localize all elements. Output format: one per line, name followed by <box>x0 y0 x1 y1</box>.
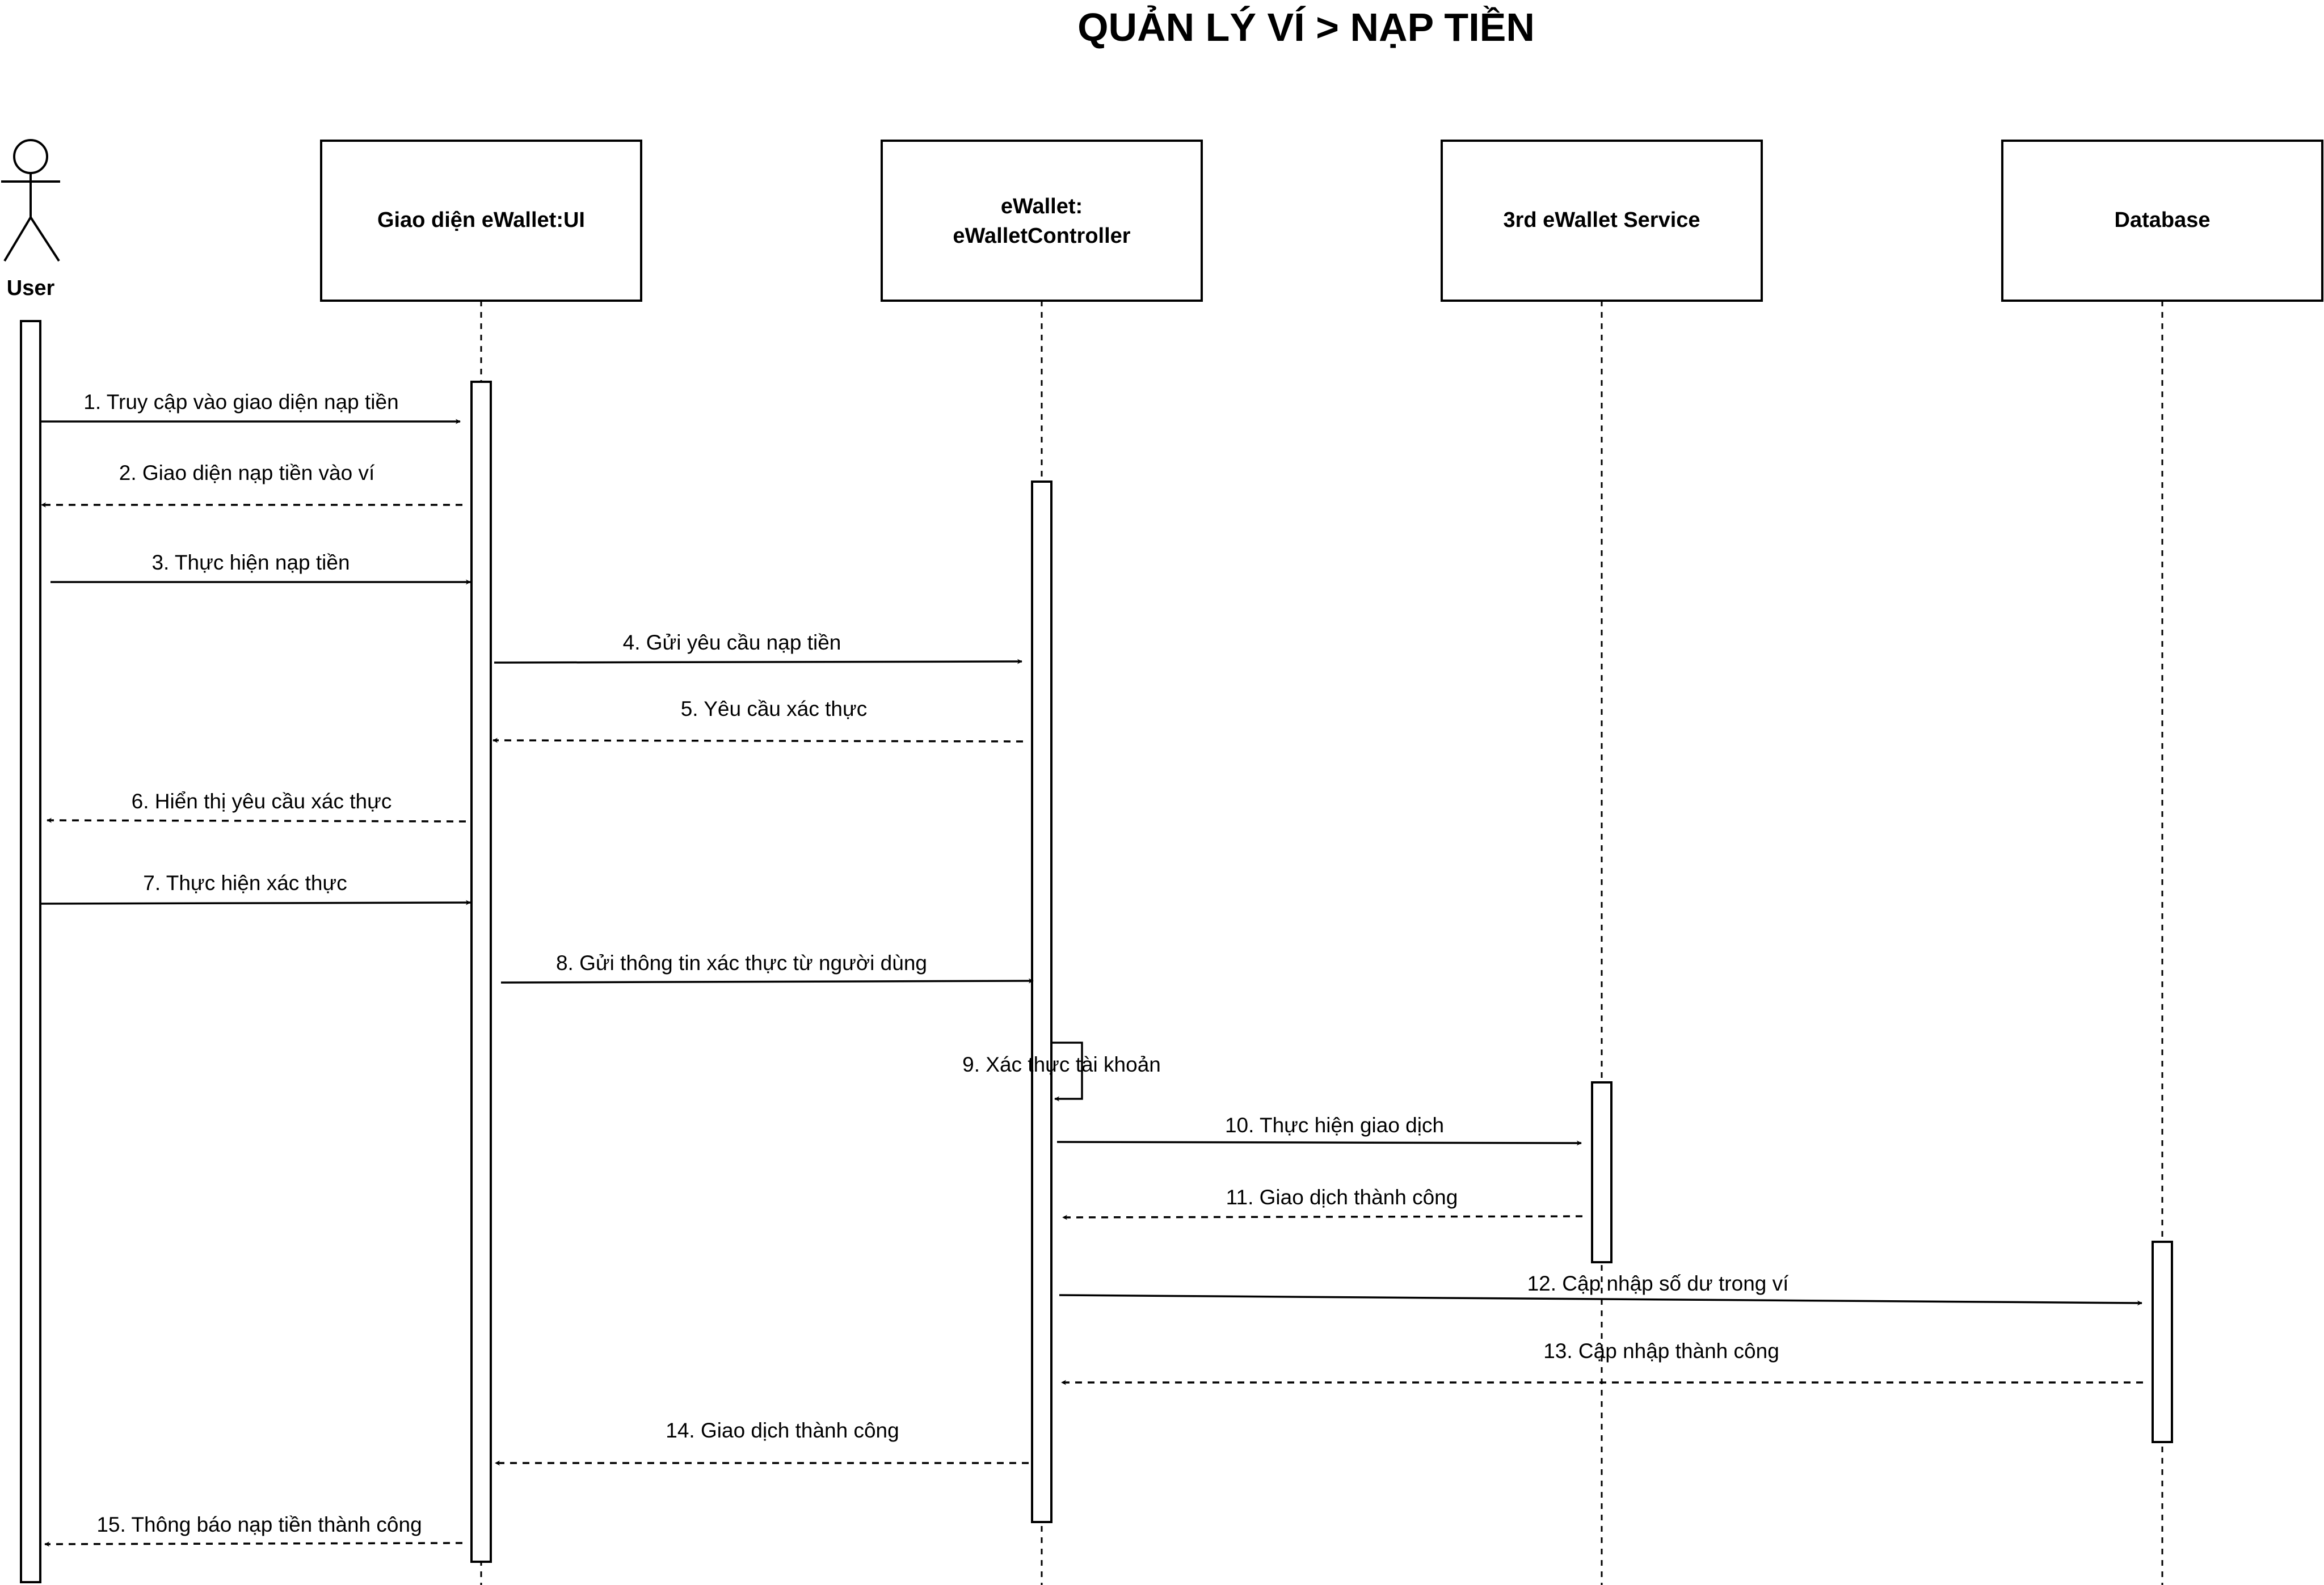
message-10-label: 10. Thực hiện giao dịch <box>1225 1114 1444 1137</box>
message-2-label: 2. Giao diện nạp tiền vào ví <box>119 461 375 484</box>
message-15-arrow <box>44 1541 463 1547</box>
participant-3rd-service-box <box>1441 140 1763 302</box>
actor-label: User <box>7 276 55 300</box>
activation-controller <box>1031 480 1052 1523</box>
message-4-arrow <box>494 659 1022 664</box>
message-14-label: 14. Giao dịch thành công <box>666 1419 899 1442</box>
message-4-label: 4. Gửi yêu cầu nạp tiền <box>623 631 841 654</box>
participant-database-box <box>2001 140 2323 302</box>
message-12-arrow <box>1059 1294 2142 1306</box>
actor-right-leg <box>30 216 60 262</box>
participant-controller: eWallet: eWalletController <box>881 140 1203 302</box>
participant-3rd-service-label: 3rd eWallet Service <box>1503 208 1700 232</box>
diagram-title: QUẢN LÝ VÍ > NẠP TIỀN <box>1077 5 1535 49</box>
message-10-arrow <box>1056 1140 1582 1146</box>
message-13: 13. Cập nhập thành công <box>1061 1339 2143 1385</box>
participant-3rd-service: 3rd eWallet Service <box>1441 140 1763 302</box>
message-6-label: 6. Hiển thị yêu cầu xác thực <box>132 790 392 813</box>
participant-ui-box <box>320 140 642 302</box>
message-9-arrow <box>1052 1042 1083 1102</box>
message-8-label: 8. Gửi thông tin xác thực từ người dùng <box>556 951 927 975</box>
message-8-arrow <box>500 978 1034 984</box>
participant-ui: Giao diện eWallet:UI <box>320 140 642 302</box>
message-5-arrow <box>492 737 1024 743</box>
message-7: 7. Thực hiện xác thực <box>40 871 471 905</box>
message-2: 2. Giao diện nạp tiền vào ví <box>41 461 462 508</box>
message-8: 8. Gửi thông tin xác thực từ người dùng <box>500 951 1034 984</box>
actor-user: User <box>1 139 60 300</box>
message-3: 3. Thực hiện nạp tiền <box>50 551 471 585</box>
message-1-label: 1. Truy cập vào giao diện nạp tiền <box>83 390 398 414</box>
participant-ui-label: Giao diện eWallet:UI <box>377 208 585 232</box>
participant-database-label: Database <box>2115 208 2211 232</box>
message-3-label: 3. Thực hiện nạp tiền <box>151 551 350 574</box>
message-5: 5. Yêu cầu xác thực <box>492 697 1024 743</box>
participant-controller-box <box>881 140 1203 302</box>
message-14: 14. Giao dịch thành công <box>495 1419 1029 1466</box>
activation-3rd-service <box>1591 1081 1613 1263</box>
message-4: 4. Gửi yêu cầu nạp tiền <box>494 631 1022 664</box>
message-11-label: 11. Giao dịch thành công <box>1226 1186 1458 1209</box>
message-15-label: 15. Thông báo nạp tiền thành công <box>96 1513 422 1536</box>
message-1: 1. Truy cập vào giao diện nạp tiền <box>40 390 461 424</box>
message-15: 15. Thông báo nạp tiền thành công <box>44 1513 463 1547</box>
message-10: 10. Thực hiện giao dịch <box>1056 1114 1582 1146</box>
activation-database <box>2152 1241 2173 1443</box>
actor-head <box>13 139 48 174</box>
message-7-label: 7. Thực hiện xác thực <box>143 871 347 895</box>
activation-ui <box>470 381 492 1563</box>
message-13-label: 13. Cập nhập thành công <box>1543 1339 1779 1363</box>
activation-user <box>20 320 41 1583</box>
participant-database: Database <box>2001 140 2323 302</box>
message-12: 12. Cập nhập số dư trong ví <box>1059 1272 2142 1306</box>
message-7-arrow <box>40 900 471 905</box>
message-6-arrow <box>47 817 466 823</box>
message-6: 6. Hiển thị yêu cầu xác thực <box>47 790 466 823</box>
message-5-label: 5. Yêu cầu xác thực <box>681 697 868 720</box>
message-11: 11. Giao dịch thành công <box>1062 1186 1583 1220</box>
participant-controller-label-line2: eWalletController <box>953 224 1130 248</box>
message-9: 9. Xác thực tài khoản <box>962 1042 1161 1102</box>
participant-controller-label-line1: eWallet: <box>1001 195 1083 218</box>
message-11-arrow <box>1062 1215 1583 1220</box>
message-9-label: 9. Xác thực tài khoản <box>962 1053 1161 1076</box>
actor-left-leg <box>3 216 32 262</box>
message-12-label: 12. Cập nhập số dư trong ví <box>1527 1272 1790 1295</box>
